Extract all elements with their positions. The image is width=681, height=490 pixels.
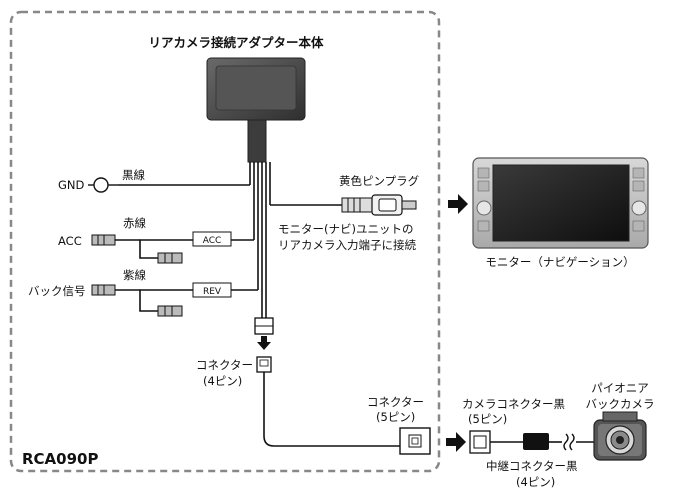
- acc-wire-color: 赤線: [123, 216, 146, 230]
- relay-connector-line1: 中継コネクター黒: [486, 459, 578, 473]
- connector5-line2: (5ピン): [376, 410, 415, 424]
- arrow-to-camera-icon: [446, 432, 466, 452]
- rev-connector-icon: [91, 284, 183, 317]
- acc-connector-icon: [91, 234, 183, 264]
- relay-connector-icon: [523, 433, 594, 451]
- acc-tag: ACC: [203, 236, 222, 246]
- rca-pin-plug-icon: [341, 194, 417, 216]
- connector4-line2: (4ピン): [203, 374, 242, 388]
- acc-label: ACC: [58, 234, 82, 248]
- rca-note-line1: モニター(ナビ)ユニットの: [278, 222, 413, 236]
- product-frame: [9, 10, 441, 473]
- rev-label: バック信号: [28, 284, 86, 298]
- gnd-ring-terminal-icon: [88, 177, 118, 193]
- adapter-title: リアカメラ接続アダプター本体: [148, 35, 324, 50]
- camera-line2: バックカメラ: [586, 397, 655, 411]
- camera-connector-line1: カメラコネクター黒: [462, 397, 565, 411]
- acc-tag-box: [192, 231, 232, 247]
- camera-connector-line2: (5ピン): [468, 412, 507, 426]
- rca-plug-label: 黄色ピンプラグ: [339, 174, 420, 188]
- monitor-caption: モニター（ナビゲーション）: [485, 255, 634, 269]
- connector5-line1: コネクター: [367, 395, 424, 409]
- gnd-label: GND: [58, 178, 85, 192]
- adapter-body: [206, 57, 306, 163]
- connector-4pin-icon: [254, 317, 400, 447]
- model-name: RCA090P: [22, 450, 98, 468]
- monitor-illustration: [472, 157, 649, 249]
- rev-tag-box: [192, 282, 232, 298]
- relay-connector-line2: (4ピン): [516, 475, 555, 489]
- rev-wire-color: 紫線: [123, 268, 146, 282]
- connector-5pin-icon: [399, 427, 431, 455]
- connector4-line1: コネクター: [196, 358, 253, 372]
- camera-line1: パイオニア: [591, 381, 649, 395]
- rca-note-line2: リアカメラ入力端子に接続: [278, 238, 416, 252]
- arrow-to-monitor-icon: [448, 194, 468, 214]
- back-camera-illustration: [593, 411, 647, 461]
- camera-connector-icon: [469, 430, 523, 454]
- gnd-wire-color: 黒線: [122, 168, 145, 182]
- rev-tag: REV: [203, 287, 222, 297]
